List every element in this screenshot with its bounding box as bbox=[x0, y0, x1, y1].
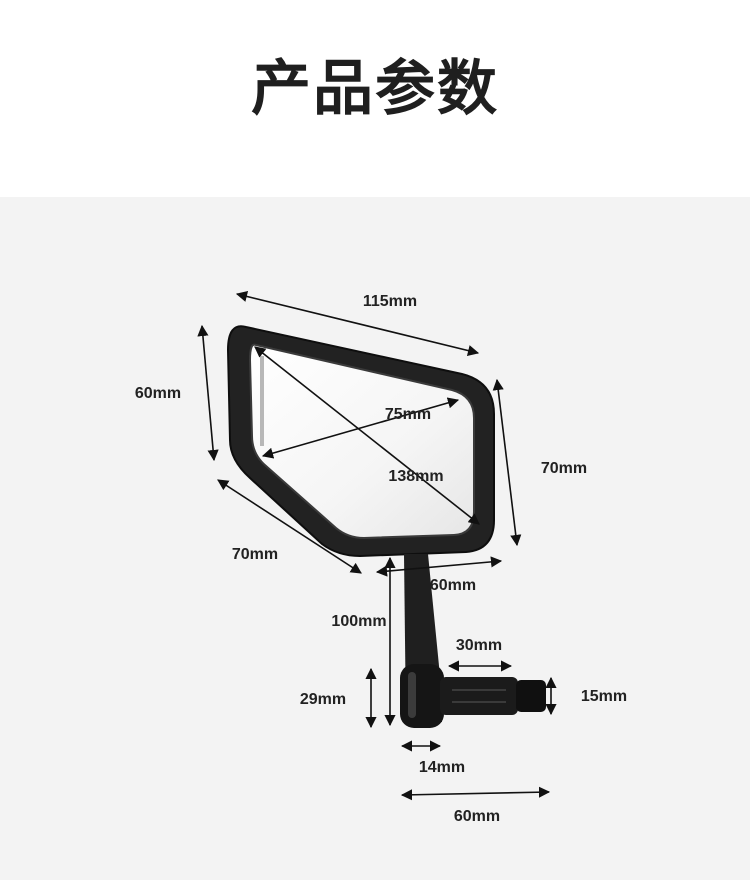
label-knob-width: 14mm bbox=[419, 759, 465, 776]
clamp-end-cap bbox=[516, 680, 546, 712]
label-diagonal: 138mm bbox=[388, 468, 443, 485]
knob-highlight bbox=[408, 672, 416, 718]
dim-top-edge-arrow bbox=[235, 290, 480, 357]
label-bottom-width: 60mm bbox=[430, 577, 476, 594]
dim-bottom-width-arrow bbox=[375, 556, 503, 577]
dim-lower-left-arrow bbox=[217, 479, 362, 574]
label-lower-left-edge: 70mm bbox=[232, 546, 278, 563]
label-clamp-diameter: 15mm bbox=[581, 688, 627, 705]
label-arm-height: 100mm bbox=[331, 613, 386, 630]
label-base-width: 60mm bbox=[454, 808, 500, 825]
label-clamp-length: 30mm bbox=[456, 637, 502, 654]
header: 产品参数 bbox=[0, 0, 750, 197]
mirror-knob bbox=[400, 664, 444, 728]
dim-inner-short-arrow bbox=[261, 397, 460, 459]
label-inner-short: 75mm bbox=[385, 406, 431, 423]
handlebar-clamp bbox=[440, 677, 518, 715]
page-title: 产品参数 bbox=[251, 54, 499, 124]
label-top-edge: 115mm bbox=[363, 293, 417, 310]
dim-base-width-arrow bbox=[400, 786, 551, 801]
label-knob-height: 29mm bbox=[300, 691, 346, 708]
dim-right-edge-arrow bbox=[492, 378, 522, 547]
clamp-slot bbox=[452, 689, 506, 703]
dim-left-edge-arrow bbox=[197, 324, 219, 462]
label-right-edge: 70mm bbox=[541, 460, 587, 477]
label-left-edge: 60mm bbox=[135, 385, 181, 402]
